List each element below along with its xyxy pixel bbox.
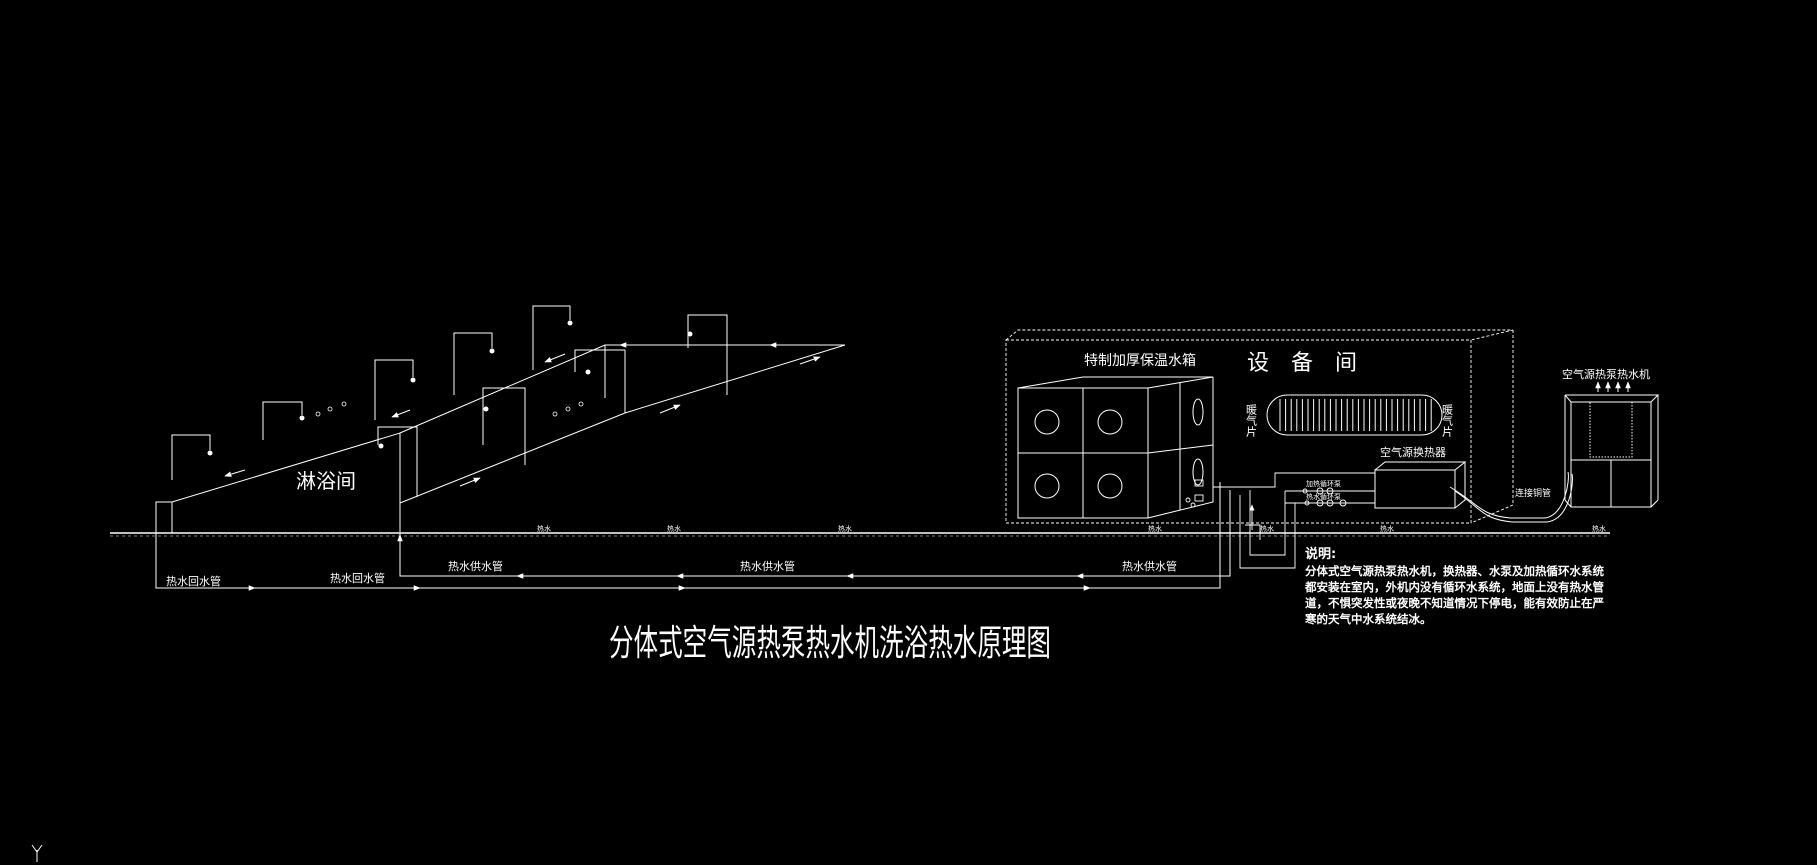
svg-text:热水: 热水	[1380, 524, 1394, 533]
outdoor-heat-pump-unit	[1564, 381, 1660, 508]
shower-building-front	[399, 344, 846, 504]
underground-pipes	[155, 482, 1231, 589]
ucs-icon	[31, 844, 43, 862]
svg-text:热水: 热水	[1148, 524, 1162, 533]
notes-line-4: 寒的天气中水系统结冰。	[1304, 612, 1432, 626]
svg-text:热水: 热水	[838, 524, 852, 533]
tank-label: 特制加厚保温水箱	[1084, 353, 1196, 369]
equipment-room	[1005, 329, 1514, 524]
pump-labels: 加热循环泵 热水循环泵	[1306, 479, 1341, 501]
heat-exchanger-label: 空气源换热器	[1380, 445, 1446, 459]
heat-pump-unit-label: 空气源热泵热水机	[1562, 367, 1650, 381]
pump-pipework	[1185, 472, 1375, 569]
svg-text:热水回水管: 热水回水管	[330, 571, 385, 585]
ground-line	[110, 532, 1610, 537]
heat-exchanger	[1374, 461, 1467, 509]
svg-text:热水供水管: 热水供水管	[448, 559, 503, 573]
svg-text:热水供水管: 热水供水管	[1122, 559, 1177, 573]
notes-line-3: 道，不惧突发性或夜晚不知道情况下停电，能有效防止在严	[1305, 596, 1604, 610]
diagram-title: 分体式空气源热泵热水机洗浴热水原理图	[609, 623, 1051, 664]
notes-heading: 说明:	[1305, 546, 1336, 562]
shower-heads	[207, 320, 693, 456]
shower-risers	[171, 305, 728, 497]
copper-connecting-pipe	[1449, 471, 1573, 523]
notes-line-1: 分体式空气源热泵热水机，换热器、水泵及加热循环水系统	[1305, 564, 1604, 578]
insulated-tank	[1017, 376, 1214, 519]
ground-tags: 热水 热水 热水 热水 热水 热水 热水	[537, 524, 1606, 533]
svg-text:热水循环泵: 热水循环泵	[1306, 492, 1341, 501]
svg-text:暖气片: 暖气片	[1441, 404, 1454, 438]
copper-pipe-label: 连接铜管	[1515, 487, 1551, 499]
svg-text:热水: 热水	[667, 524, 681, 533]
shower-room-label: 淋浴间	[296, 469, 356, 493]
notes-block: 说明: 分体式空气源热泵热水机，换热器、水泵及加热循环水系统 都安装在室内，外机…	[1304, 546, 1604, 626]
radiator-labels: 暖气片 暖气片	[1245, 404, 1454, 438]
notes-line-2: 都安装在室内，外机内没有循环水系统，地面上没有热水管	[1304, 580, 1604, 594]
flow-arrows-slopes	[224, 342, 821, 487]
svg-text:热水: 热水	[1260, 524, 1274, 533]
svg-text:加热循环泵: 加热循环泵	[1306, 479, 1341, 488]
shower-building-rear	[155, 344, 845, 533]
svg-text:热水供水管: 热水供水管	[740, 559, 795, 573]
svg-text:热水: 热水	[537, 524, 551, 533]
pipe-labels: 热水回水管 热水回水管 热水供水管 热水供水管 热水供水管	[166, 559, 1177, 588]
svg-text:热水回水管: 热水回水管	[166, 574, 221, 588]
svg-text:热水: 热水	[1592, 524, 1606, 533]
equipment-room-label: 设 备 间	[1247, 351, 1357, 376]
radiator	[1266, 394, 1443, 436]
valve-dots	[315, 401, 584, 417]
svg-text:暖气片: 暖气片	[1245, 404, 1258, 438]
underground-arrows	[230, 534, 1100, 591]
